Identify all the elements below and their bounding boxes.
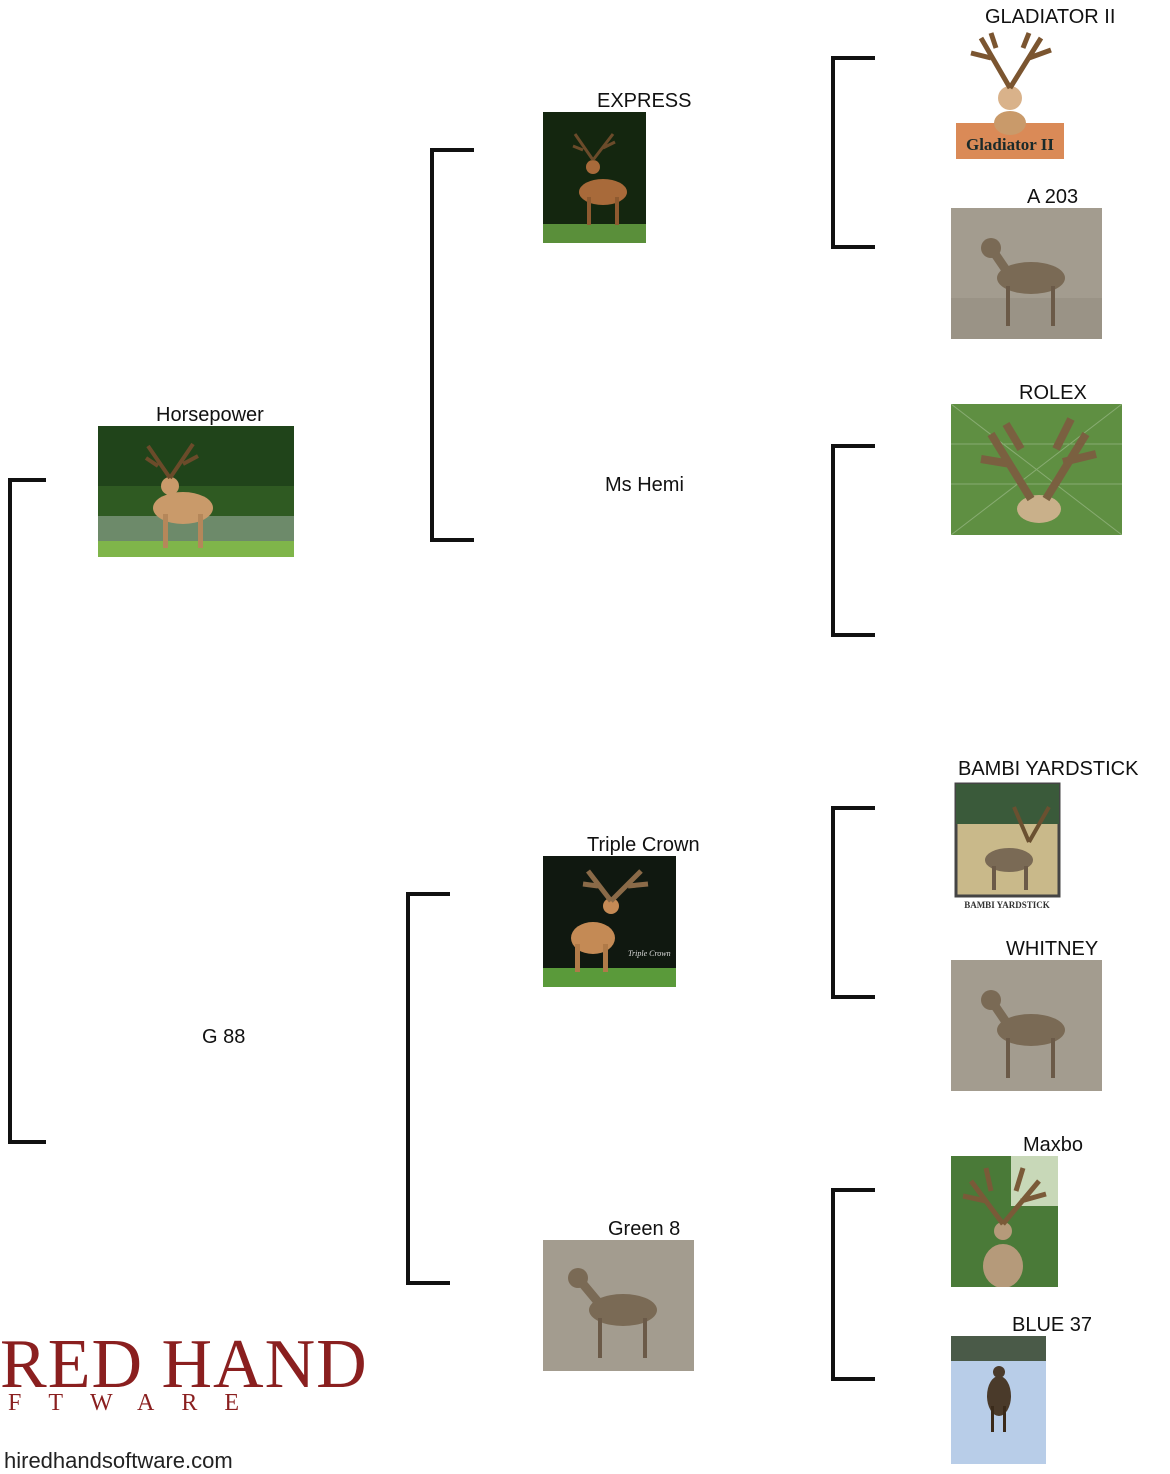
- logo-url: hiredhandsoftware.com: [4, 1448, 233, 1473]
- g8-parents-bracket: [831, 1188, 875, 1381]
- tc-parents-bracket: [831, 806, 875, 999]
- second-sire-dam-name: Green 8: [608, 1218, 681, 1240]
- subject-name: Horsepower: [156, 404, 264, 426]
- subject-photo: [98, 426, 294, 557]
- sire-sire-photo: Gladiator II: [951, 28, 1069, 159]
- root-bracket: [8, 478, 46, 1144]
- tc-sire-photo-caption: BAMBI YARDSTICK: [964, 900, 1050, 910]
- logo-subtext: FTWARE: [8, 1390, 266, 1416]
- sire-photo: [543, 112, 646, 243]
- second-sire-bracket: [406, 892, 450, 1285]
- dam-sire-name: ROLEX: [1019, 382, 1087, 404]
- second-sire-dam-photo: [543, 1240, 694, 1371]
- dam-parents-bracket: [831, 444, 875, 637]
- g8-dam-photo: [951, 1336, 1046, 1464]
- tc-dam-name: WHITNEY: [1006, 938, 1099, 960]
- sire-sire-photo-caption: Gladiator II: [966, 135, 1054, 154]
- sire-parents-bracket: [831, 56, 875, 249]
- sire-dam-photo: [951, 208, 1102, 339]
- sire-dam-name: A 203: [1027, 186, 1079, 208]
- second-sire-sire-name: Triple Crown: [587, 834, 700, 856]
- dam-name: Ms Hemi: [605, 474, 684, 496]
- tc-sire-photo: BAMBI YARDSTICK: [954, 782, 1061, 912]
- g8-sire-photo: [951, 1156, 1058, 1287]
- tc-sire-name: BAMBI YARDSTICK: [958, 758, 1139, 780]
- g8-dam-name: BLUE 37: [1012, 1314, 1093, 1336]
- tc-dam-photo: [951, 960, 1102, 1091]
- sire-sire-name: GLADIATOR II: [985, 6, 1116, 28]
- dam-sire-photo: [951, 404, 1122, 535]
- second-sire-name: G 88: [202, 1026, 246, 1048]
- second-sire-sire-photo-caption: Triple Crown: [628, 949, 671, 958]
- logo-wordmark: RED HAND: [0, 1326, 368, 1403]
- second-sire-sire-photo: Triple Crown: [543, 856, 676, 987]
- g8-sire-name: Maxbo: [1023, 1134, 1084, 1156]
- sire-bracket: [430, 148, 474, 542]
- sire-name: EXPRESS: [597, 90, 692, 112]
